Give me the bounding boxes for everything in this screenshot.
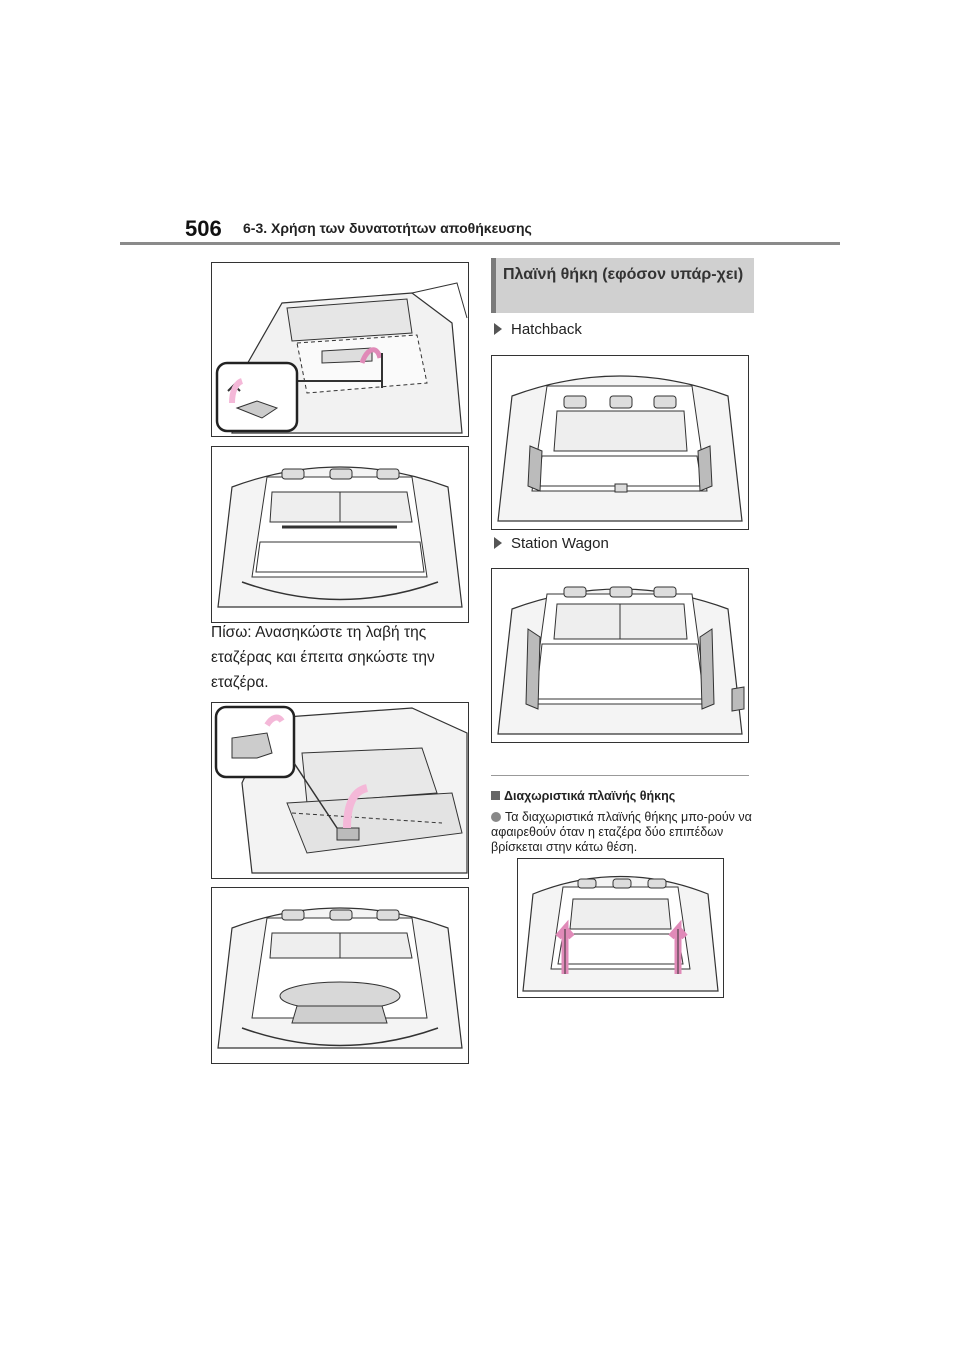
illustration-wagon-side-storage bbox=[491, 568, 749, 743]
illustration-shelf-handle-inset bbox=[211, 262, 469, 437]
illustration-cargo-shelf-raised bbox=[211, 446, 469, 623]
illustration-side-divider-removal bbox=[517, 858, 724, 998]
page-number: 506 bbox=[185, 216, 222, 241]
square-bullet-icon bbox=[491, 791, 500, 800]
note-bullet: Τα διαχωριστικά πλαϊνής θήκης μπο-ρούν ν… bbox=[491, 810, 753, 855]
section-divider bbox=[491, 775, 749, 776]
shelf-lifting-drawing bbox=[214, 705, 468, 874]
subsection-title: Διαχωριστικά πλαϊνής θήκης bbox=[504, 789, 676, 803]
illustration-shelf-lifting bbox=[211, 702, 469, 879]
variant-wagon-label: Station Wagon bbox=[511, 535, 609, 552]
triangle-bullet-icon bbox=[494, 537, 502, 549]
wagon-side-storage-drawing bbox=[497, 586, 745, 735]
variant-hatchback-label: Hatchback bbox=[511, 321, 582, 338]
section-title-box bbox=[491, 258, 754, 313]
illustration-hatchback-side-storage bbox=[491, 355, 749, 530]
side-divider-removal-drawing bbox=[522, 875, 719, 992]
hatchback-side-storage-drawing bbox=[497, 375, 743, 522]
header-rule bbox=[120, 242, 840, 245]
variant-hatchback: Hatchback bbox=[494, 321, 582, 338]
illustration-lower-storage bbox=[211, 887, 469, 1064]
shelf-lift-caption: Πίσω: Ανασηκώστε τη λαβή της εταζέρας κα… bbox=[211, 624, 435, 691]
section-title: Πλαϊνή θήκη (εφόσον υπάρ-χει) bbox=[503, 266, 744, 283]
shelf-handle-drawing bbox=[215, 282, 468, 434]
triangle-bullet-icon bbox=[494, 323, 502, 335]
round-bullet-icon bbox=[491, 812, 501, 822]
variant-wagon: Station Wagon bbox=[494, 535, 609, 552]
lower-storage-drawing bbox=[217, 907, 463, 1049]
note-text: Τα διαχωριστικά πλαϊνής θήκης μπο-ρούν ν… bbox=[491, 810, 752, 854]
chapter-title: 6-3. Χρήση των δυνατοτήτων αποθήκευσης bbox=[243, 220, 532, 236]
subsection-heading: Διαχωριστικά πλαϊνής θήκης bbox=[491, 789, 675, 803]
cargo-shelf-raised-drawing bbox=[217, 466, 463, 608]
